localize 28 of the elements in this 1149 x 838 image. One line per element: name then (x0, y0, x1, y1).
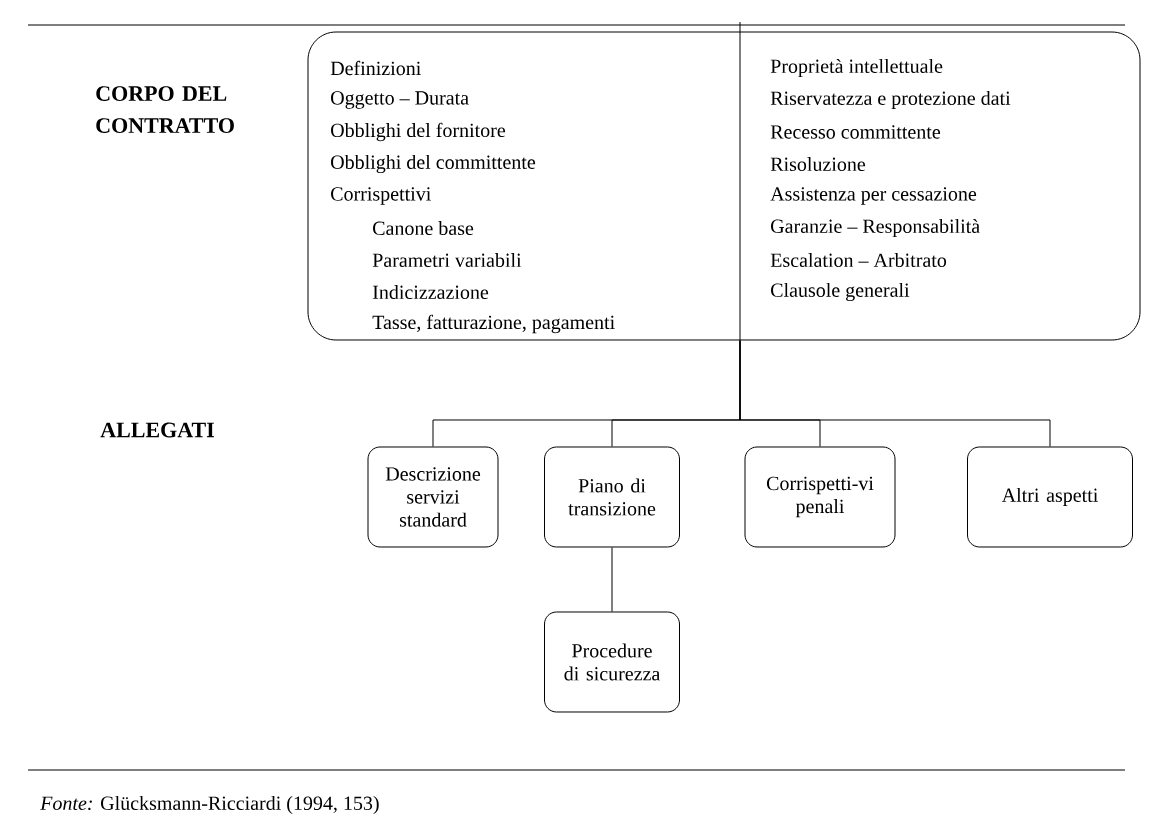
section-heading: ALLEGATI (100, 422, 214, 438)
list-item: Garanzie – Responsabilità (771, 218, 980, 238)
list-item: Risoluzione (770, 156, 866, 172)
contract-box (307, 21, 1141, 341)
list-item: Obblighi del committente (331, 154, 536, 174)
list-item: Escalation – Arbitrato (770, 252, 947, 268)
list-item: Assistenza per cessazione (770, 187, 977, 205)
list-item: Definizioni (330, 60, 421, 76)
annex-box: Corrispetti-vi penali (744, 446, 896, 548)
source-note: Fonte: Glücksmann-Ricciardi (1994, 153) (40, 795, 379, 815)
connector-line (611, 547, 613, 612)
list-item: Proprietà intellettuale (770, 58, 943, 78)
list-item: Parametri variabili (372, 252, 522, 268)
annex-box: Procedure di sicurezza (544, 611, 680, 713)
list-item: Clausole generali (771, 282, 910, 302)
list-item: Recesso committente (770, 125, 941, 139)
list-item: Corrispettivi (331, 187, 431, 205)
annex-box: Piano di transizione (544, 446, 680, 548)
list-item: Indicizzazione (372, 284, 489, 300)
list-item: Obblighi del fornitore (331, 122, 506, 142)
annex-box: Descrizione servizi standard (367, 446, 499, 548)
list-item: Tasse, fatturazione, pagamenti (372, 314, 615, 334)
list-item: Oggetto – Durata (331, 91, 469, 109)
connector-line (739, 340, 1051, 447)
list-item: Riservatezza e protezione dati (770, 90, 1011, 110)
annex-box: Altri aspetti (967, 446, 1133, 548)
section-heading: CORPO DEL CONTRATTO (96, 86, 234, 133)
list-item: Canone base (373, 220, 474, 236)
